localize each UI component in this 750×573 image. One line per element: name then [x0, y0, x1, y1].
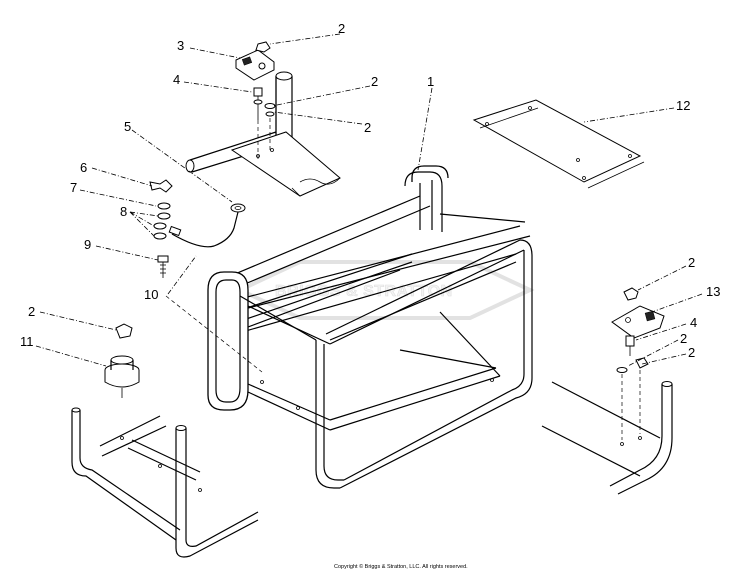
- callout-12: 12: [676, 98, 690, 113]
- top-bracket-assembly: [185, 41, 341, 197]
- callout-10: 10: [144, 287, 158, 302]
- callout-2-upper-right: 2: [371, 74, 378, 89]
- callout-13: 13: [706, 284, 720, 299]
- watermark-text: BRIGGS & STRATTON: [275, 283, 453, 300]
- callout-2-right-mid: 2: [680, 331, 687, 346]
- callout-2-top: 2: [338, 21, 345, 36]
- callout-4-top: 4: [173, 72, 180, 87]
- ground-wire-assembly: [149, 179, 263, 373]
- lower-left-frame: [71, 407, 259, 558]
- leader-lines: [35, 33, 703, 367]
- callout-2-right-low: 2: [688, 345, 695, 360]
- callout-4-right: 4: [690, 315, 697, 330]
- vibration-mount: [104, 323, 140, 398]
- callout-6: 6: [80, 160, 87, 175]
- callout-2-mid: 2: [364, 120, 371, 135]
- callout-labels: 1 2 2 2 2 2 2 2 3 4 4 5 6 7 8 9 10 11 12…: [20, 21, 720, 360]
- right-bracket-assembly: [611, 287, 665, 446]
- callout-8: 8: [120, 204, 127, 219]
- panel-12: [472, 99, 645, 189]
- callout-7: 7: [70, 180, 77, 195]
- callout-9: 9: [84, 237, 91, 252]
- callout-11: 11: [20, 334, 34, 349]
- callout-2-right-top: 2: [688, 255, 695, 270]
- copyright-notice: Copyright © Briggs & Stratton, LLC. All …: [334, 563, 468, 570]
- callout-5: 5: [124, 119, 131, 134]
- main-frame: [207, 165, 533, 489]
- callout-2-left: 2: [28, 304, 35, 319]
- callout-1: 1: [427, 74, 434, 89]
- watermark: BRIGGS & STRATTON: [235, 260, 535, 320]
- callout-3: 3: [177, 38, 184, 53]
- lower-right-frame: [541, 381, 673, 495]
